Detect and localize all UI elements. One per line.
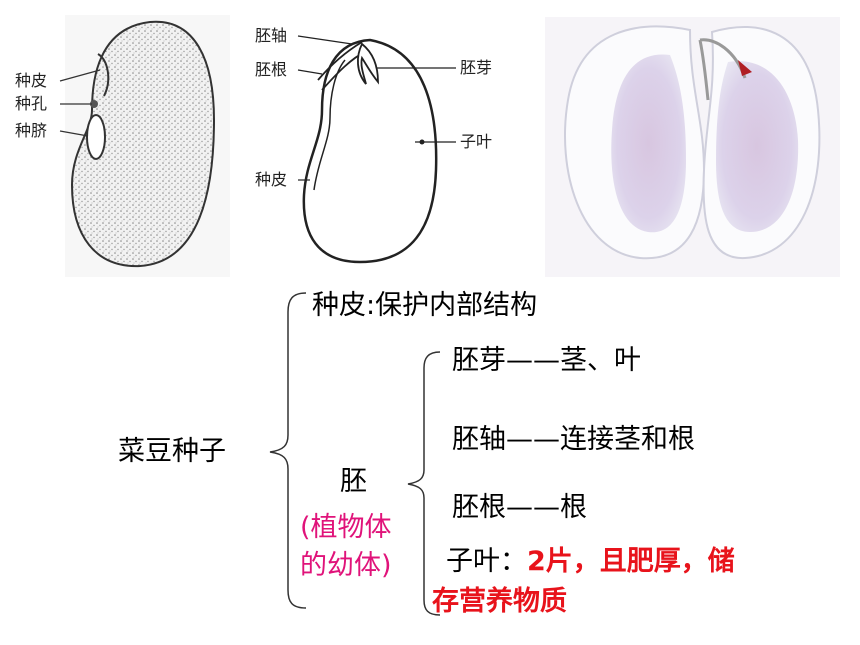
diagram-embryo-note-1: (植物体 (300, 512, 392, 543)
label-hypocotyl-fig: 胚轴 (255, 26, 288, 45)
brace-main (269, 292, 307, 609)
diagram-hypocotyl: 胚轴——连接茎和根 (452, 424, 695, 455)
diagram-seed-coat: 种皮:保护内部结构 (312, 290, 538, 321)
label-plumule-fig: 胚芽 (460, 58, 493, 77)
label-seed-coat-fig: 种皮 (255, 170, 288, 189)
bean-hilum-mark (97, 53, 110, 97)
diagram-embryo-note-2: 的幼体) (300, 550, 392, 581)
bean-section-outline (302, 38, 438, 264)
diagram-radicle: 胚根——根 (452, 492, 587, 523)
bean-section-figure (297, 35, 456, 264)
diagram-embryo: 胚 (340, 466, 367, 497)
diagram-cotyledon-prefix: 子叶： (446, 546, 527, 577)
diagram-root: 菜豆种子 (118, 436, 226, 467)
cotyledon-left-core (611, 54, 686, 233)
label-micropyle: 种孔 (15, 94, 48, 113)
diagram-braces (269, 292, 441, 616)
label-hilum: 种脐 (15, 121, 48, 140)
diagram-cotyledon-line1: 子叶：2片，且肥厚，储 (446, 546, 735, 578)
diagram-cotyledon-desc-2: 存营养物质 (432, 586, 567, 617)
diagram-cotyledon-desc-1: 2片，且肥厚，储 (527, 546, 735, 577)
brace-embryo (407, 351, 441, 616)
label-seed-coat-1: 种皮 (15, 71, 48, 90)
bean-micropyle (90, 100, 98, 108)
bean-hilum (86, 114, 106, 160)
bean-photo-figure (545, 17, 840, 277)
label-radicle-fig: 胚根 (255, 60, 288, 79)
plumule-photo (738, 60, 752, 76)
label-cotyledon-fig: 子叶 (460, 132, 493, 151)
bean-exterior-figure (59, 15, 230, 277)
cotyledon-right-core (716, 61, 799, 233)
diagram-plumule: 胚芽——茎、叶 (452, 345, 641, 376)
